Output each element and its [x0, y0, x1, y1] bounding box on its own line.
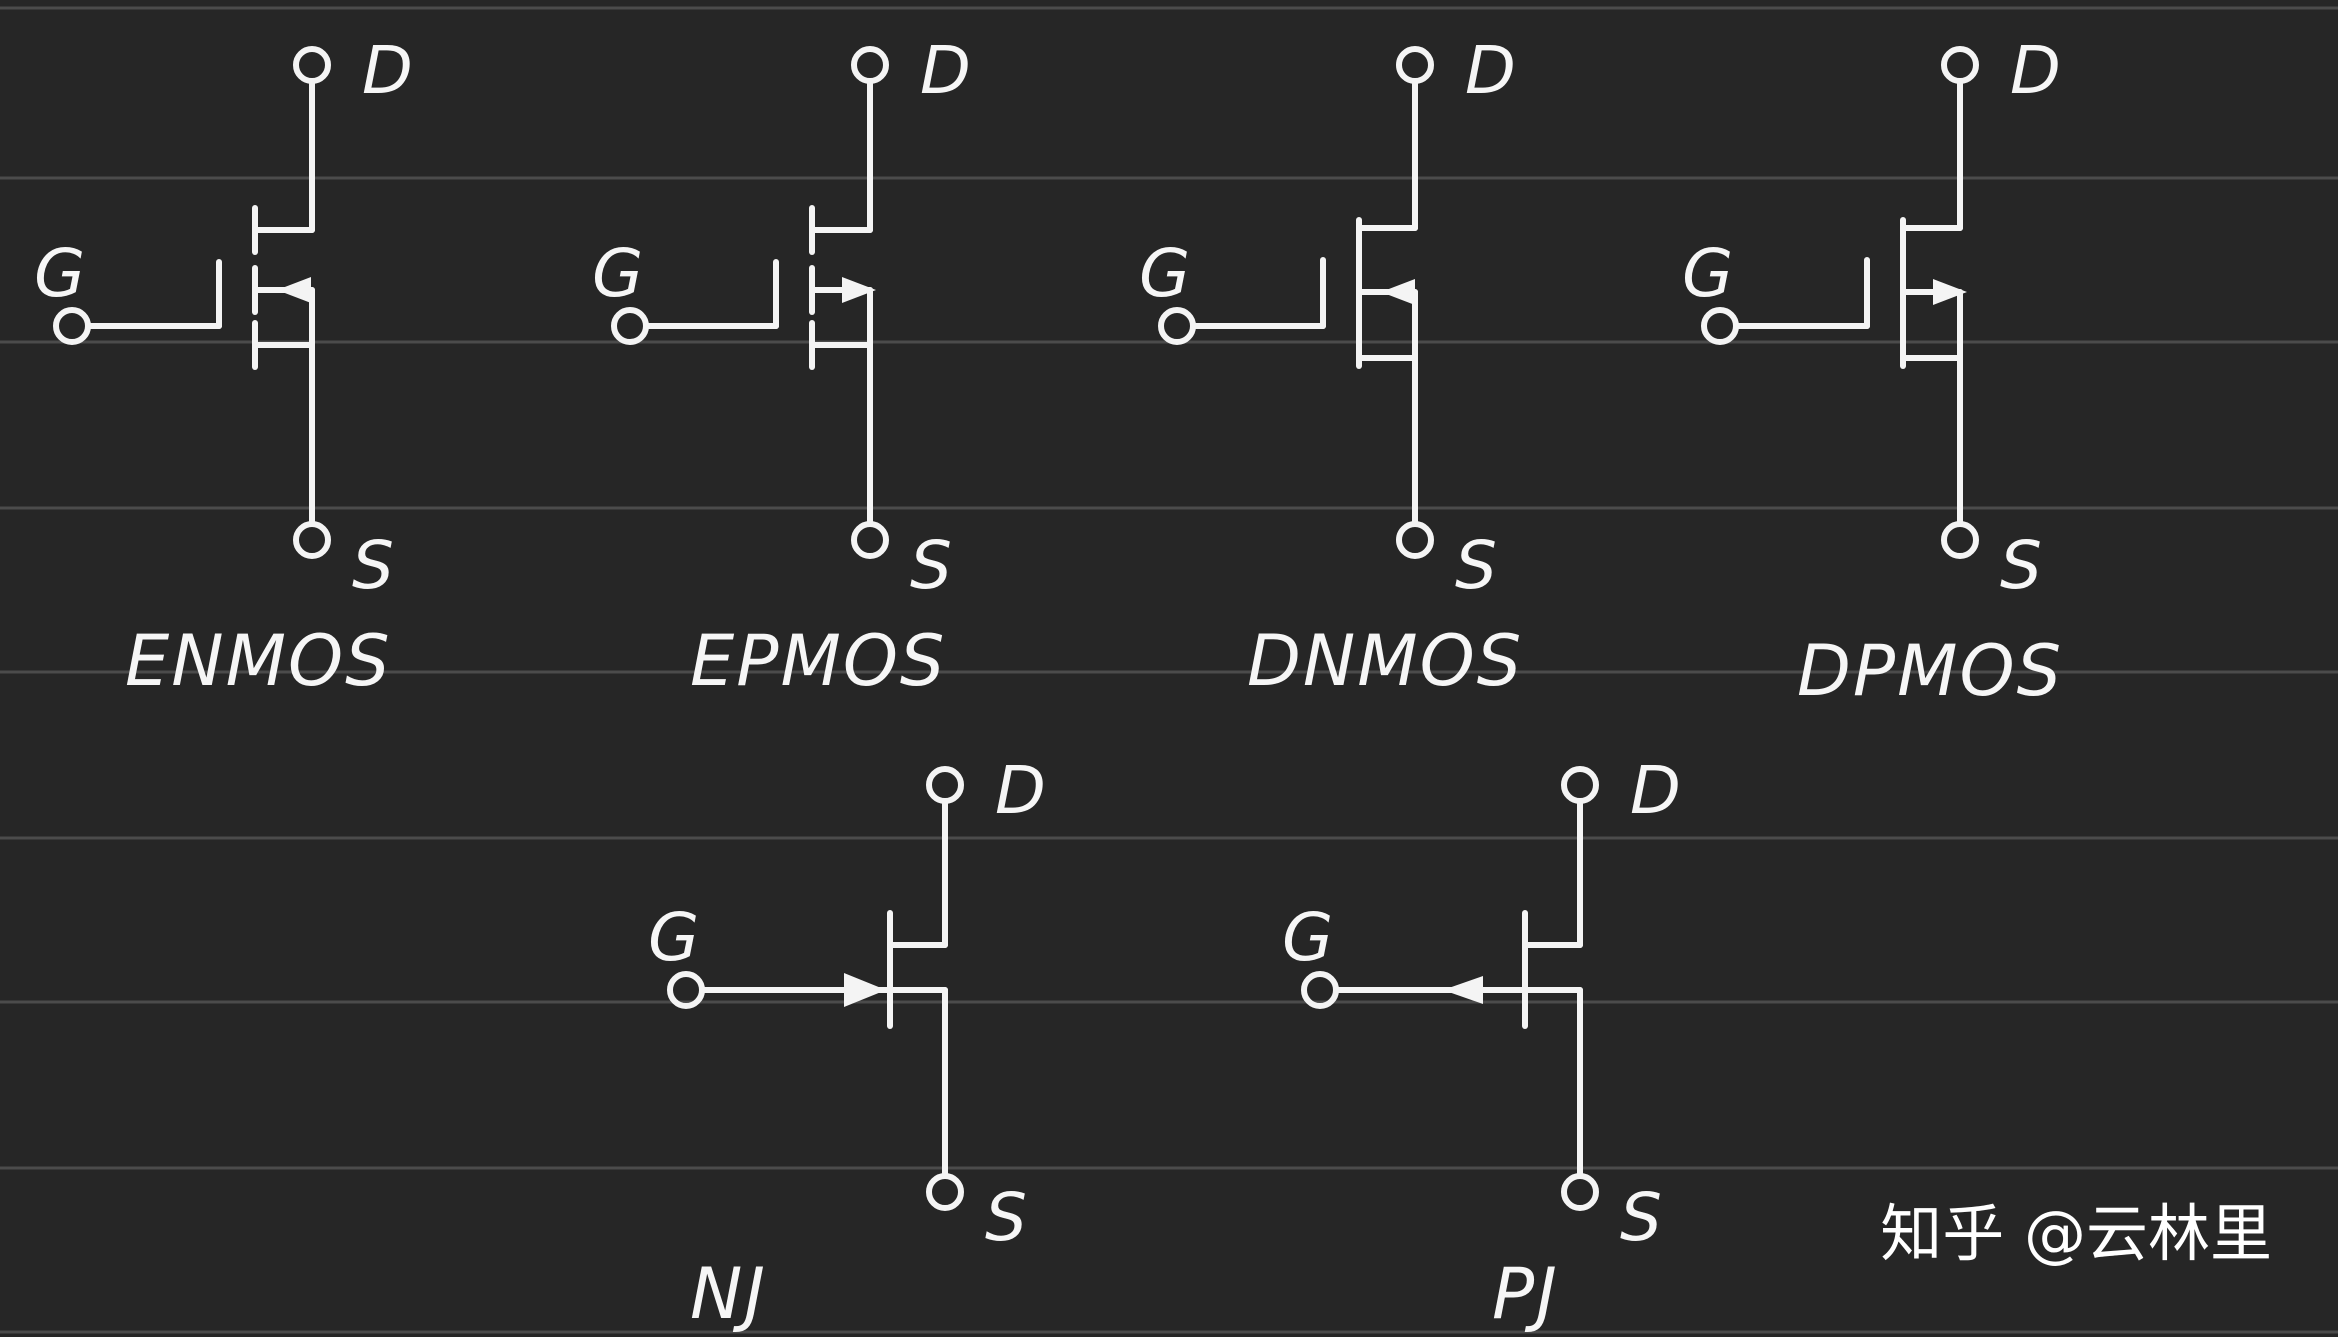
symbol-name: NJ — [690, 1253, 767, 1335]
drain-terminal — [1941, 46, 1979, 84]
symbol-nj: D S G NJ — [648, 752, 1046, 1335]
source-label: S — [1620, 1179, 1662, 1256]
source-terminal — [851, 521, 889, 559]
gate-label: G — [592, 235, 643, 312]
drain-label: D — [1630, 752, 1681, 829]
drain-terminal — [851, 46, 889, 84]
symbol-name: DNMOS — [1247, 620, 1523, 702]
symbol-name: EPMOS — [690, 620, 946, 702]
drain-label: D — [995, 752, 1046, 829]
direction-arrow — [277, 277, 311, 303]
source-label: S — [985, 1179, 1027, 1256]
symbols-layer: D S G ENMOS D S G EPMOS D S G DNMOS D S G DPMOS D S G NJ D S G… — [34, 32, 2063, 1335]
gate-label: G — [1282, 899, 1333, 976]
symbol-epmos: D S G EPMOS — [592, 32, 971, 702]
gate-terminal — [1301, 971, 1339, 1009]
gate-label: G — [648, 899, 699, 976]
symbol-pj: D S G PJ — [1282, 752, 1681, 1335]
gate-terminal — [1158, 307, 1196, 345]
gate-label: G — [1139, 235, 1190, 312]
drain-terminal — [1396, 46, 1434, 84]
drain-label: D — [1465, 32, 1516, 109]
symbol-dnmos: D S G DNMOS — [1139, 32, 1523, 702]
direction-arrow — [1381, 279, 1415, 305]
source-label: S — [910, 527, 952, 604]
direction-arrow — [1443, 976, 1483, 1004]
direction-arrow — [842, 277, 876, 303]
symbol-enmos: D S G ENMOS — [34, 32, 413, 702]
drain-terminal — [926, 766, 964, 804]
drain-label: D — [2010, 32, 2061, 109]
gate-terminal — [667, 971, 705, 1009]
source-label: S — [2000, 527, 2042, 604]
gate-terminal — [611, 307, 649, 345]
symbol-dpmos: D S G DPMOS — [1682, 32, 2063, 712]
source-terminal — [1396, 521, 1434, 559]
drain-terminal — [1561, 766, 1599, 804]
source-label: S — [352, 527, 394, 604]
direction-arrow — [1933, 279, 1967, 305]
symbol-name: ENMOS — [125, 620, 392, 702]
source-terminal — [1561, 1173, 1599, 1211]
ruled-lines — [0, 6, 2338, 1334]
watermark: 知乎 @云林里 — [1880, 1197, 2272, 1270]
source-terminal — [1941, 521, 1979, 559]
gate-terminal — [53, 307, 91, 345]
source-terminal — [926, 1173, 964, 1211]
gate-terminal — [1701, 307, 1739, 345]
gate-label: G — [34, 235, 85, 312]
symbol-name: PJ — [1492, 1253, 1559, 1335]
drain-label: D — [920, 32, 971, 109]
direction-arrow — [844, 973, 886, 1007]
drain-terminal — [293, 46, 331, 84]
source-terminal — [293, 521, 331, 559]
drain-label: D — [362, 32, 413, 109]
source-label: S — [1455, 527, 1497, 604]
symbol-name: DPMOS — [1797, 630, 2063, 712]
gate-label: G — [1682, 235, 1733, 312]
